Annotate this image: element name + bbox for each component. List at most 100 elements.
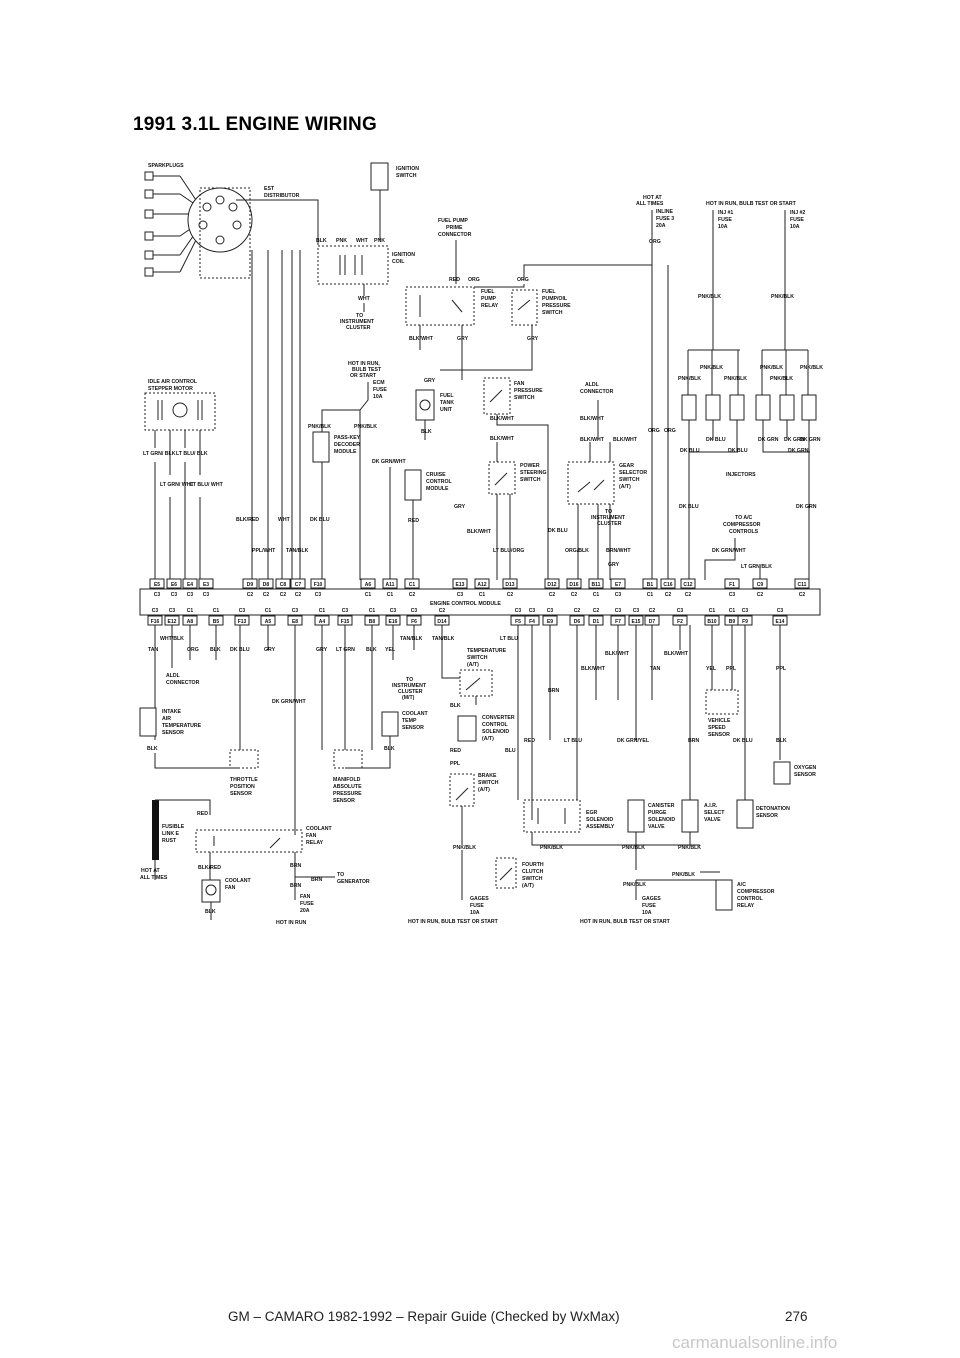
cfan-label-2: FAN — [225, 885, 236, 891]
ecm-bottom-pin-connector-label: C2 — [439, 608, 446, 614]
wire-label: TAN/BLK — [400, 636, 423, 642]
to-inst-label-1: TO — [356, 313, 363, 319]
wire-label: BLK/WHT — [409, 336, 434, 342]
temp-sw-label-2: SWITCH — [467, 655, 488, 661]
iac-label-2: STEPPER MOTOR — [148, 386, 193, 392]
ecm-bottom-pin-connector-label: C1 — [319, 608, 326, 614]
vss-label-1: VEHICLE — [708, 718, 731, 724]
wire-label: PNK/BLK — [724, 376, 747, 382]
wire-label: YEL — [706, 666, 717, 672]
ecm-top-pin-label: C9 — [757, 582, 764, 588]
wire-label: BLK — [450, 703, 461, 709]
wire-label: WHT/BLK — [160, 636, 184, 642]
wire-label: GRY — [457, 336, 469, 342]
ecm-top-pin-label: D13 — [505, 582, 514, 588]
ignition-group: IGNITION SWITCH BLK PNK WHT PNK IGNITION… — [316, 162, 419, 331]
iac-label-1: IDLE AIR CONTROL — [148, 379, 198, 385]
wire-label: TAN/BLK — [432, 636, 455, 642]
ps-label-2: STEERING — [520, 470, 547, 476]
cruise-label-2: CONTROL — [426, 479, 452, 485]
wire-label: GRY — [264, 647, 276, 653]
wire-label: BRN — [688, 738, 699, 744]
ecm-bottom-pin-connector-label: C3 — [515, 608, 522, 614]
ecm-bottom-pin-connector-label: C3 — [342, 608, 349, 614]
wire-label: PNK/BLK — [698, 294, 721, 300]
hot-all3-label-2: ALL TIMES — [140, 875, 168, 881]
wire-label: LT GRN/BLK — [741, 564, 772, 570]
ecm-bottom-pin-connector-label: C1 — [369, 608, 376, 614]
wire-label: PPL/WHT — [252, 548, 276, 554]
fourth-label-3: SWITCH — [522, 876, 543, 882]
ecm-top-pin-box — [610, 578, 626, 589]
inline-fuse-label-1: INLINE — [656, 209, 674, 215]
fuse-group: HOT AT ALL TIMES INLINE FUSE 3 20A ORG H… — [636, 195, 823, 580]
wire-label: GRY — [454, 504, 466, 510]
fusible-link-icon — [152, 800, 159, 860]
fan-press-label-2: PRESSURE — [514, 388, 543, 394]
cruise-module-icon — [404, 469, 422, 501]
ecm-bottom-pin-connector-label: C1 — [213, 608, 220, 614]
wire-label: LT BLU/ WHT — [190, 482, 224, 488]
ecm-top-pin-connector-label: C3 — [729, 592, 736, 598]
wire-label: RED — [197, 811, 208, 817]
wire-label: DK GRN — [796, 504, 817, 510]
ecm-top-pin-label: C1 — [409, 582, 416, 588]
wire-label: YEL — [385, 647, 396, 653]
fp-oil-label-2: PUMP/OIL — [542, 296, 568, 302]
ecm-hot-label-1: HOT IN RUN, — [348, 361, 380, 367]
egr-label-3: ASSEMBLY — [586, 824, 615, 830]
wire-label: PNK/BLK — [700, 365, 723, 371]
hot-in-run-label: HOT IN RUN — [276, 920, 307, 926]
gear-label-3: SWITCH — [619, 477, 640, 483]
iac-motor-icon — [144, 392, 216, 431]
ecm-top-pin-connector-label: C2 — [247, 592, 254, 598]
coolant-fan-relay-icon — [195, 829, 303, 853]
brake-label-2: SWITCH — [478, 780, 499, 786]
ecm-bottom-pin-label: A8 — [187, 619, 194, 625]
gages1-label-1: GAGES — [470, 896, 489, 902]
brake-switch-icon — [449, 773, 475, 807]
wire-label: BLK — [316, 238, 327, 244]
ecm-bottom-pin-label: E15 — [632, 619, 641, 625]
wire-label: PPL — [776, 666, 787, 672]
sparkplugs-group: SPARKPLUGS EST DISTRIBUTOR — [144, 163, 319, 279]
wire-label: RED — [449, 277, 460, 283]
passkey-label-3: MODULE — [334, 449, 357, 455]
ac-relay-label-4: RELAY — [737, 903, 755, 909]
ecm-bottom-pin-label: F9 — [742, 619, 748, 625]
ecm-top-pin-connector-label: C2 — [685, 592, 692, 598]
footer-text: GM – CAMARO 1982-1992 – Repair Guide (Ch… — [228, 1309, 620, 1324]
ecm-top-pin-connector-label: C1 — [365, 592, 372, 598]
ecm-top-pin-connector-label: C1 — [593, 592, 600, 598]
inj2-label-3: 10A — [790, 224, 800, 230]
ecm-top-pin-connector-label: C3 — [457, 592, 464, 598]
ecm-top-pin-box — [680, 578, 696, 589]
ecm-fuse-group: HOT IN RUN, BULB TEST OR START ECM FUSE … — [308, 361, 452, 580]
ecm-top-pin-connector-label: C2 — [549, 592, 556, 598]
wire-label: DK BLU — [230, 647, 250, 653]
ecm-bottom-pin-connector-label: C2 — [649, 608, 656, 614]
ecm-fuse-label-1: ECM — [373, 380, 385, 386]
fp-oil-label-3: PRESSURE — [542, 303, 571, 309]
ecm-top-pin-connector-label: C3 — [154, 592, 161, 598]
wire-label: BRN/WHT — [606, 548, 631, 554]
ecm-top-pin-box — [642, 578, 658, 589]
ecm-top-pin-label: B1 — [647, 582, 654, 588]
cruise-label-1: CRUISE — [426, 472, 446, 478]
ecm-top-pin-label: E4 — [187, 582, 193, 588]
wire-label: BLK/WHT — [664, 651, 689, 657]
ecm-bottom-pin-label: D6 — [574, 619, 581, 625]
ps-label-3: SWITCH — [520, 477, 541, 483]
ecm-fuse-label-2: FUSE — [373, 387, 387, 393]
knock-label-1: DETONATION — [756, 806, 790, 812]
hot-run-bulb-label: HOT IN RUN, BULB TEST OR START — [706, 201, 797, 207]
cfan-label-1: COOLANT — [225, 878, 251, 884]
wire-label: PNK/BLK — [771, 294, 794, 300]
tcc-label-4: (A/T) — [482, 736, 494, 742]
est-label-1: EST — [264, 186, 275, 192]
wire-label: RED — [524, 738, 535, 744]
fuel-tank-label-3: UNIT — [440, 407, 453, 413]
ecm-top-pin-box — [752, 578, 768, 589]
ecm-top-pin-box — [502, 578, 518, 589]
ecm-top-pin-box — [360, 578, 376, 589]
